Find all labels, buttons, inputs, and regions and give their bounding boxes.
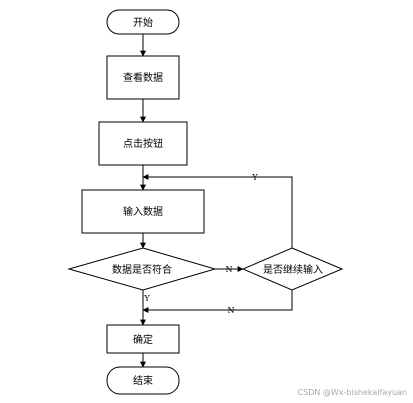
view-data-box: [106, 55, 180, 100]
arrow-continue-yes-loop: [142, 174, 293, 248]
node-confirm: 确定: [106, 324, 180, 354]
start-terminator: [106, 9, 180, 35]
confirm-label: 确定: [133, 333, 153, 346]
node-data-match: 数据是否符合: [67, 247, 217, 291]
continue-input-diamond: [241, 247, 344, 291]
end-label: 结束: [133, 374, 153, 387]
edge-label-match-no: N: [226, 265, 233, 274]
input-data-label: 输入数据: [123, 205, 163, 218]
start-label: 开始: [133, 16, 153, 29]
continue-input-label: 是否继续输入: [263, 263, 323, 276]
edge-label-continue-yes: Y: [251, 173, 258, 182]
node-end: 结束: [106, 366, 180, 395]
edge-label-match-yes: Y: [143, 294, 150, 303]
node-view-data: 查看数据: [106, 55, 180, 100]
node-click-button: 点击按钮: [98, 121, 188, 166]
data-match-label: 数据是否符合: [112, 263, 172, 276]
data-match-diamond: [67, 247, 217, 291]
confirm-box: [106, 324, 180, 354]
node-start: 开始: [106, 9, 180, 35]
watermark: CSDN @Wx-bishekaifayuan: [297, 388, 407, 397]
connectors: [140, 34, 293, 368]
view-data-label: 查看数据: [123, 71, 163, 84]
edge-label-continue-no: N: [228, 306, 235, 315]
node-input-data: 输入数据: [81, 189, 205, 234]
input-data-box: [81, 189, 205, 234]
end-terminator: [106, 366, 180, 395]
arrow-continue-no: [142, 290, 293, 313]
node-continue-input: 是否继续输入: [241, 247, 344, 291]
click-button-box: [98, 121, 188, 166]
click-button-label: 点击按钮: [123, 137, 163, 150]
